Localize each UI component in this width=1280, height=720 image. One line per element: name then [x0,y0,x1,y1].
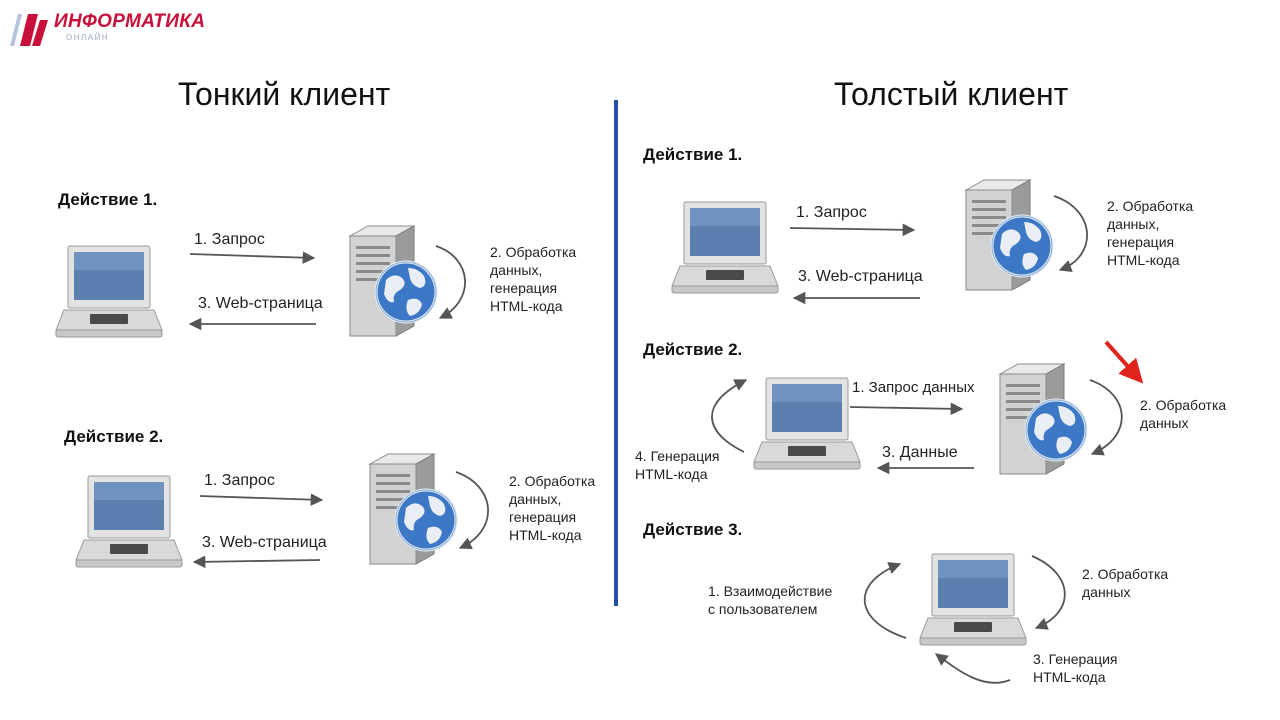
thick-action1-process-label: 2. Обработка данных, генерация HTML-кода [1107,198,1194,268]
thick-action3-laptop [919,553,1027,646]
thin-action2-laptop [75,475,183,568]
thick-action2-heading: Действие 2. [643,340,743,359]
thick-action1-request-label: 1. Запрос [796,204,867,221]
thick-action2-process-label: 2. Обработка данных [1140,397,1227,431]
thin-action2-heading: Действие 2. [64,427,164,446]
thin-action2-server [368,452,458,566]
logo-icon [10,14,48,46]
brand-subtitle: ОНЛАЙН [66,33,110,42]
thin-action2-process-label: 2. Обработка данных, генерация HTML-кода [509,473,596,543]
thin-client-title: Тонкий клиент [178,76,391,112]
column-divider [614,100,618,606]
thin-action2-request-label: 1. Запрос [204,472,275,489]
thick-action3-heading: Действие 3. [643,520,743,539]
thin-action1-request-label: 1. Запрос [194,231,265,248]
thin-action2-response-label: 3. Web-страница [202,534,327,551]
thin-action1-heading: Действие 1. [58,190,158,209]
thick-action2-laptop [753,377,861,470]
thick-action2-server [998,362,1088,476]
thick-action1-laptop [671,201,779,294]
thick-action1-server [964,178,1054,292]
thick-action3-generate-label: 3. Генерация HTML-кода [1033,651,1118,685]
thin-action1-server [348,224,438,338]
brand-name: ИНФОРМАТИКА [54,11,206,32]
thin-action1-response-label: 3. Web-страница [198,295,323,312]
thick-action2-request-label: 1. Запрос данных [852,379,975,396]
thick-action2-response-label: 3. Данные [882,444,958,461]
highlight-arrow [1104,340,1144,384]
thin-action1-laptop [55,245,163,338]
thick-client-title: Толстый клиент [834,76,1069,112]
thick-action3-process-label: 2. Обработка данных [1082,566,1169,600]
thick-action2-generate-label: 4. Генерация HTML-кода [635,448,720,482]
thin-action1-process-label: 2. Обработка данных, генерация HTML-кода [490,244,577,314]
thick-action3-interact-label: 1. Взаимодействие с пользователем [708,583,833,617]
thick-action1-heading: Действие 1. [643,145,743,164]
thick-action1-response-label: 3. Web-страница [798,268,923,285]
